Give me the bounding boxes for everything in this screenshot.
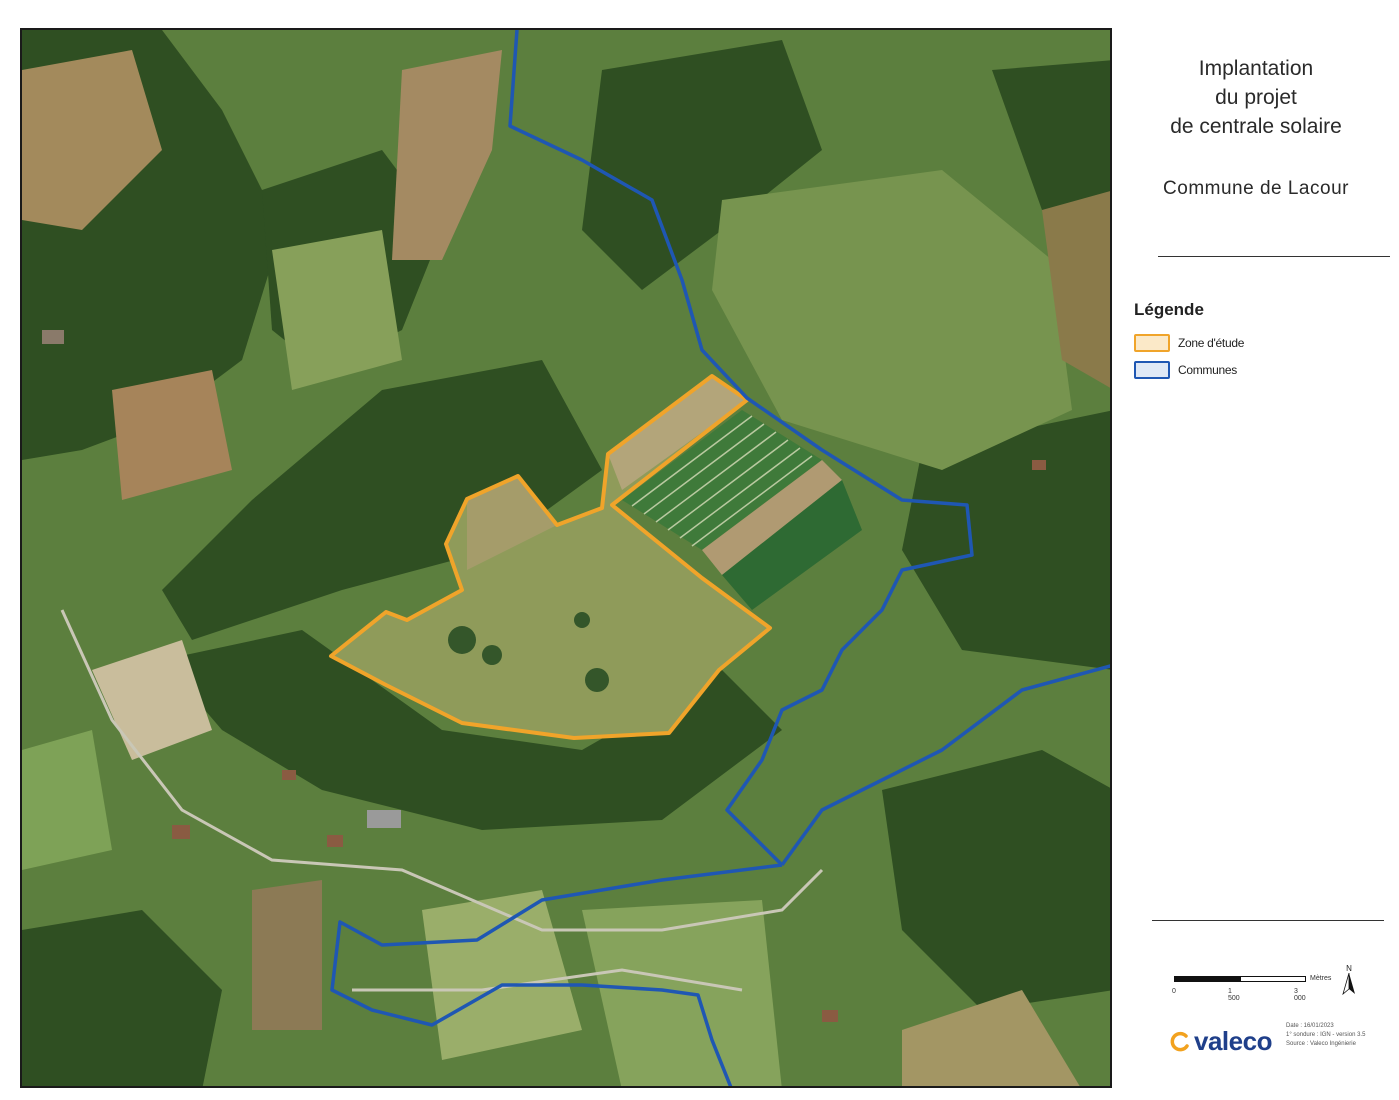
legend-item-communes: Communes: [1134, 359, 1237, 381]
commune-boundary-north: [508, 30, 974, 867]
scale-unit: Mètres: [1310, 975, 1332, 982]
divider-bottom: [1152, 920, 1384, 921]
study-zone-parcel-north: [608, 376, 747, 490]
forest-areas: [22, 30, 1110, 1086]
scale-tick-1: 1 500: [1228, 988, 1240, 1002]
commune-boundary-south: [330, 863, 783, 1086]
meta-line-1: Date : 16/01/2023: [1286, 1023, 1334, 1029]
map-title-line-2: du projet: [1215, 86, 1297, 109]
info-panel: Implantation du projet de centrale solai…: [1118, 28, 1394, 1088]
map-title-line-3: de centrale solaire: [1170, 115, 1342, 138]
legend-title: Légende: [1134, 300, 1204, 319]
scale-tick-0: 0: [1172, 988, 1176, 995]
divider-top: [1158, 256, 1390, 257]
legend-label-study-zone: Zone d'étude: [1178, 336, 1245, 350]
study-zone-outline: [329, 374, 772, 740]
north-arrow-icon: [1342, 972, 1355, 996]
map-title-line-1: Implantation: [1198, 57, 1314, 80]
valeco-logo-icon: [1170, 1031, 1189, 1051]
commune-name: Commune de Lacour: [1163, 178, 1349, 199]
commune-boundaries: [330, 30, 1110, 1086]
map-metadata: Date : 16/01/2023 1° sondure : IGN - ver…: [1286, 1022, 1365, 1049]
scale-segment-2: [1240, 976, 1306, 982]
tree-clusters: [448, 612, 609, 692]
meta-line-2: 1° sondure : IGN - version 3.5: [1286, 1032, 1366, 1038]
scale-tick-2: 3 000: [1294, 988, 1306, 1002]
striped-parcel: [622, 410, 862, 610]
study-zone-swatch: [1134, 334, 1170, 352]
map-canvas: [22, 30, 1110, 1086]
legend-label-communes: Communes: [1178, 363, 1237, 377]
north-label: N: [1346, 964, 1352, 973]
scale-segment-1: [1174, 976, 1240, 982]
aerial-map[interactable]: [20, 28, 1112, 1088]
valeco-logo-text: valeco: [1194, 1026, 1272, 1056]
valeco-logo: valeco: [1168, 1026, 1272, 1057]
map-title: Implantation du projet de centrale solai…: [1118, 54, 1394, 141]
buildings: [42, 330, 1046, 1022]
north-arrow: N: [1342, 964, 1356, 1000]
meta-line-3: Source : Valeco Ingénierie: [1286, 1041, 1356, 1047]
legend-item-study-zone: Zone d'étude: [1134, 332, 1244, 354]
roads: [60, 609, 824, 992]
communes-swatch: [1134, 361, 1170, 379]
commune-boundary-east: [780, 664, 1110, 867]
